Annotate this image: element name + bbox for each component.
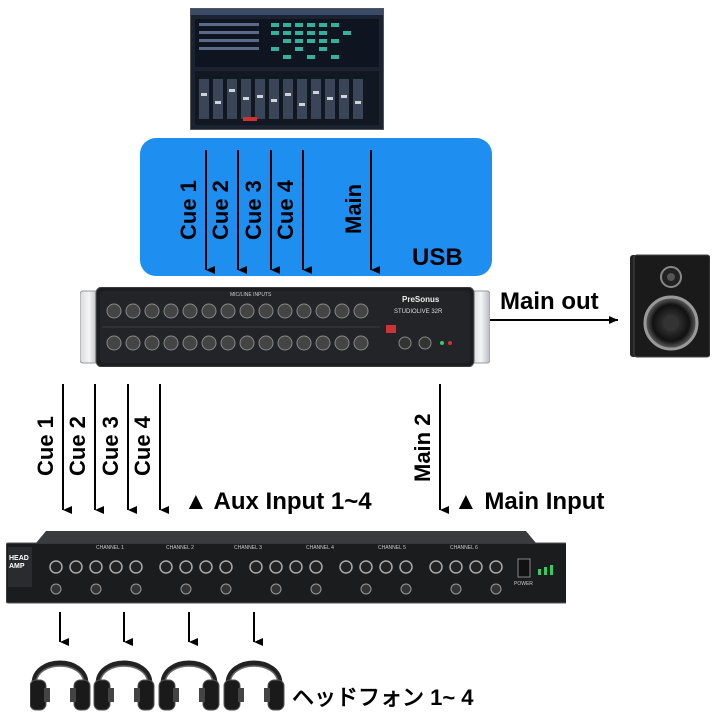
studiolive-mixer: MIC/LINE INPUTS PreSonus STUDIOLIVE 32R — [79, 286, 491, 368]
usb-label-cue1: Cue 1 — [176, 180, 201, 240]
usb-label-cue3: Cue 3 — [241, 180, 266, 240]
headphone-icon — [159, 663, 219, 710]
headamp-ch6: CHANNEL 6 — [450, 545, 478, 551]
headamp-ch5: CHANNEL 5 — [378, 545, 406, 551]
aux-input-label: ▲ Aux Input 1~4 — [184, 488, 372, 515]
mixer-brand: PreSonus — [402, 295, 440, 304]
headphone-icon — [30, 663, 90, 710]
main-input-label: ▲ Main Input — [454, 488, 605, 515]
daw-software-screenshot — [190, 8, 384, 130]
usb-box — [140, 138, 492, 276]
headamp-art — [5, 531, 571, 604]
lower-label-cue1: Cue 1 — [33, 416, 58, 476]
main-out-label: Main out — [500, 288, 599, 315]
usb-label-main: Main — [341, 183, 366, 234]
headphones-row — [30, 648, 320, 716]
headphone-icon — [94, 663, 154, 710]
speaker-art — [630, 254, 711, 358]
lower-label-cue2: Cue 2 — [65, 416, 90, 476]
headamp-rack: HEAD AMP CHANNEL 1 CHANNEL 2 CHANNEL 3 C… — [5, 525, 571, 607]
lower-label-cue4: Cue 4 — [130, 416, 155, 476]
headamp-badge: HEAD AMP — [9, 555, 29, 570]
usb-label-cue4: Cue 4 — [273, 180, 298, 240]
daw-screen-art — [191, 9, 383, 125]
lower-label-cue3: Cue 3 — [98, 416, 123, 476]
headamp-ch1: CHANNEL 1 — [96, 545, 124, 551]
usb-label-cue2: Cue 2 — [208, 180, 233, 240]
usb-label: USB — [412, 244, 463, 271]
headamp-ch2: CHANNEL 2 — [166, 545, 194, 551]
main2-label: Main 2 — [410, 413, 435, 482]
mixer-art — [79, 286, 491, 368]
headamp-power: POWER — [514, 581, 533, 587]
headphone-icon — [224, 663, 284, 710]
headamp-ch4: CHANNEL 4 — [306, 545, 334, 551]
headamp-ch3: CHANNEL 3 — [234, 545, 262, 551]
mixer-section-label: MIC/LINE INPUTS — [230, 292, 272, 298]
mixer-model: STUDIOLIVE 32R — [394, 309, 443, 315]
speaker-icon — [628, 253, 711, 361]
headphones-label: ヘッドフォン 1~ 4 — [292, 685, 474, 710]
